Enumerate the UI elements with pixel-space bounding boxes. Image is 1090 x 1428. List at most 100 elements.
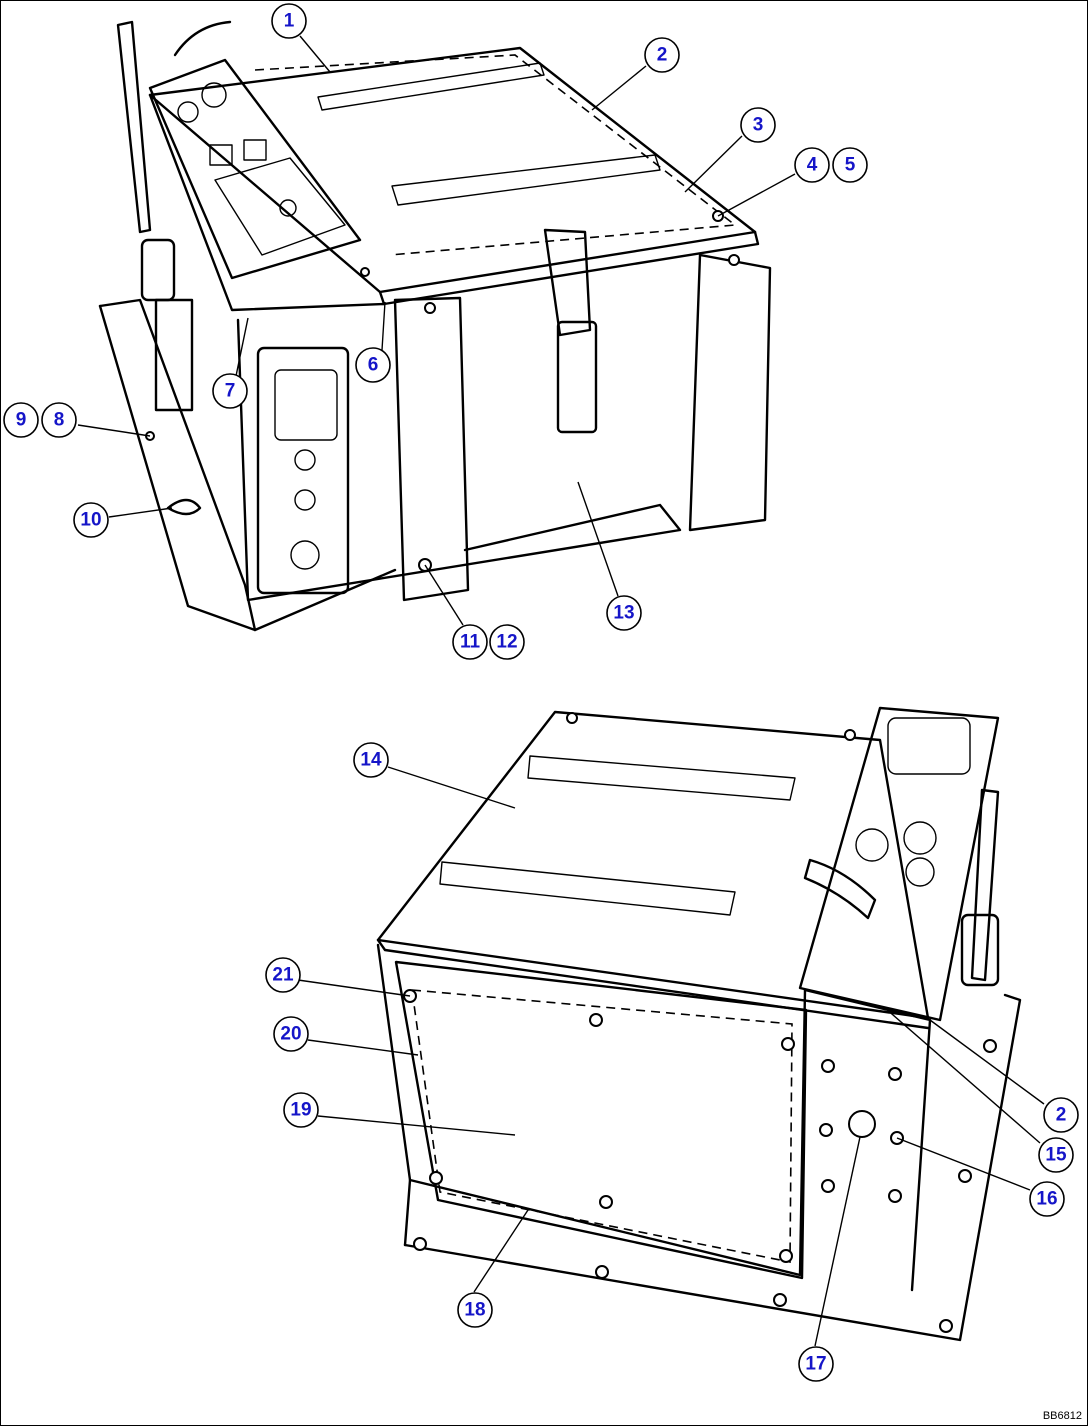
upper-ground-lug [166,498,202,516]
svg-text:19: 19 [290,1100,311,1121]
callout-19: 19 [283,1092,319,1128]
svg-text:5: 5 [845,155,856,176]
upper-lid-left-edge [148,93,386,312]
svg-text:16: 16 [1036,1189,1057,1210]
upper-front-bottom [236,318,682,602]
lower-rear-outline [376,943,807,1277]
upper-switch-1 [209,144,233,166]
callout-6: 6 [355,347,391,383]
lower-base-bolt-4 [939,1319,953,1333]
upper-connector-2 [201,82,227,108]
upper-connector-1 [177,101,199,123]
svg-text:11: 11 [460,632,481,653]
upper-door-post-right [688,253,772,532]
lower-base-bolt-1 [413,1237,427,1251]
upper-latch [556,320,598,434]
lower-bolt-panel-bottom-right [779,1249,793,1263]
callout-21: 21 [265,957,301,993]
svg-text:1: 1 [284,11,295,32]
lower-bolt-panel-bottom-left [429,1171,443,1185]
lower-handle-bar-1 [527,755,796,801]
svg-text:6: 6 [368,355,379,376]
lower-access-panel [394,960,808,1280]
lower-base-bolt-5 [958,1169,972,1183]
svg-text:14: 14 [360,750,382,771]
lower-boot [960,913,1000,987]
lower-base-plate-left [403,1178,412,1247]
callout-11: 11 [452,624,488,660]
callout-4: 4 [794,147,830,183]
upper-knob [279,199,297,217]
upper-receptacle [274,369,338,441]
upper-switch-2 [243,139,267,161]
callout-13: 13 [606,595,642,631]
upper-handle-bar-1 [317,62,545,111]
lower-lid-bolt-2 [844,729,856,741]
svg-text:21: 21 [272,965,294,986]
upper-hose [173,20,232,57]
lower-lid-edge [376,938,930,1030]
upper-control-panel [148,58,362,280]
svg-text:20: 20 [280,1024,301,1045]
lower-side-bolt-5 [888,1189,902,1203]
callout-15: 15 [1038,1137,1074,1173]
leader-lines [77,35,1045,1347]
upper-plug-2 [294,489,316,511]
upper-handle-bar-2 [391,154,661,206]
drawing-code: BB6812 [1042,1410,1082,1422]
upper-latch-strap [543,228,592,337]
callout-16: 16 [1029,1181,1065,1217]
upper-lid [148,46,757,294]
lower-lid-bolt-1 [566,712,578,724]
lower-control-panel [798,706,1000,1022]
lower-base-plate [403,993,1022,1342]
lower-access-panel-gasket [411,989,793,1263]
callout-18: 18 [457,1292,493,1328]
lower-bolt-panel-right [781,1037,795,1051]
callout-1: 1 [271,3,307,39]
svg-text:13: 13 [613,603,634,624]
callout-2-lower: 2 [1043,1097,1079,1133]
callout-8: 8 [41,402,77,438]
callout-14: 14 [353,742,389,778]
upper-actuator [154,298,194,412]
lower-hose [803,858,877,920]
lower-side-bolt-1 [821,1059,835,1073]
upper-boot [140,238,176,302]
svg-text:8: 8 [54,410,65,431]
lower-connector-3 [905,857,935,887]
callout-20: 20 [273,1016,309,1052]
upper-lid-edge [378,230,760,306]
lower-side-bolt-4 [821,1179,835,1193]
lower-connector-2 [903,821,937,855]
lower-lever [970,788,1000,982]
svg-text:12: 12 [496,632,517,653]
upper-assembly [98,20,772,632]
upper-lever [116,20,152,234]
upper-base-plate [98,304,397,632]
svg-text:3: 3 [753,115,764,136]
callout-12: 12 [489,624,525,660]
upper-panel-cover [214,157,346,256]
callout-17: 17 [798,1346,834,1382]
lower-side-edge [803,988,932,1292]
svg-text:9: 9 [16,410,27,431]
lower-base-bolt-3 [773,1293,787,1307]
lower-bolt-panel-top [589,1013,603,1027]
upper-bolt-post-right [728,254,740,266]
lower-handle-bar-2 [439,861,736,916]
lower-base-bolt-6 [983,1039,997,1053]
lower-panel-cover [887,717,971,775]
lower-side-bolt-2 [888,1067,902,1081]
callout-9: 9 [3,402,39,438]
callout-7: 7 [212,373,248,409]
svg-text:17: 17 [805,1354,826,1375]
lower-port-17 [848,1110,876,1138]
callout-3: 3 [740,107,776,143]
svg-text:4: 4 [807,155,818,176]
lower-bolt-panel-bottom [599,1195,613,1209]
lower-lid [376,710,930,1020]
svg-text:2: 2 [1056,1105,1067,1126]
